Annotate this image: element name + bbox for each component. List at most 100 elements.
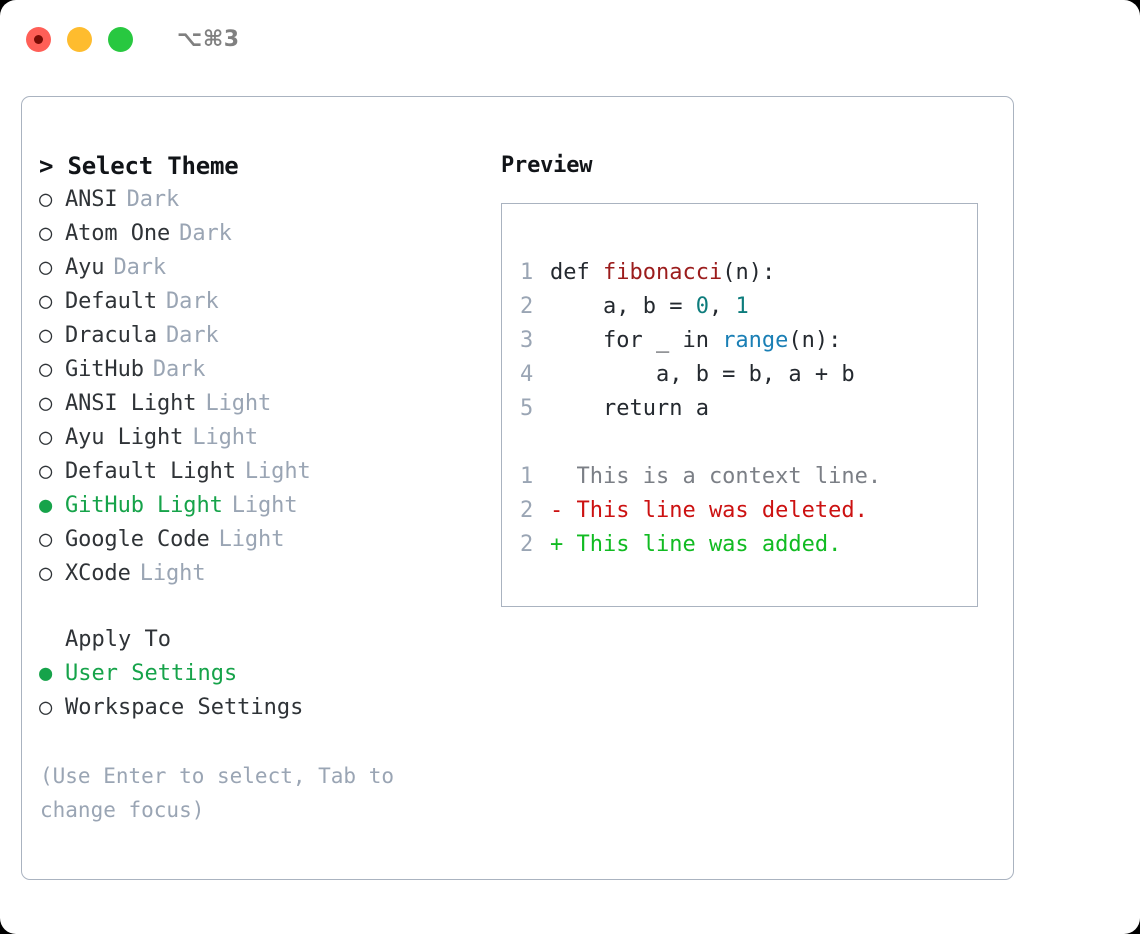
theme-option-ansi-light[interactable]: ○ ANSI Light Light (39, 387, 487, 421)
theme-option-kind: Light (139, 561, 206, 586)
theme-option-kind: Dark (179, 221, 232, 246)
minimize-window-icon[interactable] (67, 26, 92, 52)
theme-option-ayu-light[interactable]: ○ Ayu Light Light (39, 421, 487, 455)
apply-to-option-label: Workspace Settings (65, 695, 304, 720)
close-inner-dot-icon (34, 34, 43, 44)
radio-unselected-icon: ○ (39, 221, 53, 246)
diff-line-content: - This line was deleted. (550, 498, 868, 523)
apply-to-options: ● User Settings ○Workspace Settings (39, 657, 487, 725)
diff-line-add: 2 + This line was added. (520, 528, 977, 562)
radio-unselected-icon: ○ (39, 391, 53, 416)
code-token-plain: for _ in (550, 328, 723, 353)
code-line: 2 a, b = 0, 1 (520, 290, 977, 324)
apply-to-group: Apply To ● User Settings ○Workspace Settin… (39, 623, 487, 725)
theme-option-xcode[interactable]: ○ XCode Light (39, 557, 487, 591)
code-token-plain: (n): (788, 328, 842, 353)
radio-unselected-icon: ○ (39, 187, 53, 212)
apply-to-option-user-settings[interactable]: ● User Settings (39, 657, 487, 691)
theme-option-kind: Light (205, 391, 272, 416)
code-line: 3 for _ in range(n): (520, 324, 977, 358)
theme-option-label: Ayu (65, 255, 105, 280)
code-line-content: a, b = b, a + b (550, 358, 855, 392)
code-token-num: 1 (735, 294, 749, 319)
radio-selected-icon: ● (39, 493, 53, 518)
code-line-content: a, b = 0, 1 (550, 290, 749, 324)
code-token-plain: return a (550, 396, 709, 421)
theme-option-label: Default (65, 289, 158, 314)
theme-option-kind: Light (192, 425, 259, 450)
line-number: 2 (520, 532, 534, 557)
diff-line-content: + This line was added. (550, 532, 842, 557)
line-number: 2 (520, 498, 534, 523)
line-number: 4 (520, 362, 534, 387)
window-controls (26, 26, 133, 52)
code-line: 5 return a (520, 392, 977, 426)
theme-option-label: Ayu Light (65, 425, 184, 450)
theme-option-label: ANSI Light (65, 391, 197, 416)
theme-option-dracula[interactable]: ○ Dracula Dark (39, 319, 487, 353)
apply-to-label: Apply To (65, 627, 171, 652)
theme-option-kind: Dark (113, 255, 167, 280)
diff-line-content: This is a context line. (550, 464, 882, 489)
line-number: 2 (520, 294, 534, 319)
radio-unselected-icon: ○ (39, 425, 53, 450)
theme-option-label: Dracula (65, 323, 158, 348)
radio-unselected-icon: ○ (39, 323, 53, 348)
code-token-fn: fibonacci (602, 260, 723, 285)
radio-selected-icon: ● (39, 661, 53, 686)
keyboard-shortcut-label: ⌥⌘3 (177, 26, 240, 52)
theme-option-kind: Light (244, 459, 311, 484)
apply-to-option-workspace-settings[interactable]: ○Workspace Settings (39, 691, 487, 725)
diff-line-ctx: 1 This is a context line. (520, 460, 977, 494)
code-token-plain: , (708, 294, 736, 319)
theme-option-label: Default Light (65, 459, 236, 484)
theme-option-label: ANSI (65, 187, 118, 212)
theme-option-kind: Dark (126, 187, 180, 212)
theme-option-ansi[interactable]: ○ ANSI Dark (39, 183, 487, 217)
theme-option-github-light[interactable]: ● GitHub Light Light (39, 489, 487, 523)
line-number: 1 (520, 464, 534, 489)
radio-unselected-icon: ○ (39, 561, 53, 586)
preview-heading: Preview (501, 153, 593, 178)
code-line-content: def fibonacci(n): (550, 256, 775, 290)
code-token-plain: a, b = (550, 294, 696, 319)
line-number: 5 (520, 396, 534, 421)
keyboard-hint-text: (Use Enter to select, Tab to change focu… (40, 764, 395, 822)
window-titlebar: ⌥⌘3 (0, 0, 1140, 78)
theme-option-kind: Dark (166, 323, 219, 348)
theme-option-kind: Light (231, 493, 298, 518)
theme-option-kind: Light (218, 527, 285, 552)
theme-option-kind: Dark (152, 357, 206, 382)
diff-sample: 1 This is a context line. 2 - This line wa… (520, 460, 977, 562)
code-token-num: 0 (695, 294, 709, 319)
theme-option-label: GitHub Light (65, 493, 223, 518)
code-line: 1 def fibonacci(n): (520, 256, 977, 290)
diff-line-del: 2 - This line was deleted. (520, 494, 977, 528)
preview-spacer (520, 426, 977, 460)
radio-unselected-icon: ○ (39, 255, 53, 280)
line-number: 3 (520, 328, 534, 353)
close-window-icon[interactable] (26, 26, 51, 52)
select-theme-heading: > Select Theme (39, 152, 239, 180)
theme-option-label: XCode (65, 561, 131, 586)
code-token-plain: (n): (722, 260, 776, 285)
theme-option-github[interactable]: ○ GitHub Dark (39, 353, 487, 387)
code-line: 4 a, b = b, a + b (520, 358, 977, 392)
theme-option-ayu[interactable]: ○ Ayu Dark (39, 251, 487, 285)
theme-option-kind: Dark (166, 289, 219, 314)
radio-unselected-icon: ○ (39, 357, 53, 382)
apply-to-option-label: User Settings (65, 661, 238, 686)
line-number: 1 (520, 260, 534, 285)
theme-option-label: GitHub (65, 357, 144, 382)
maximize-window-icon[interactable] (108, 26, 133, 52)
